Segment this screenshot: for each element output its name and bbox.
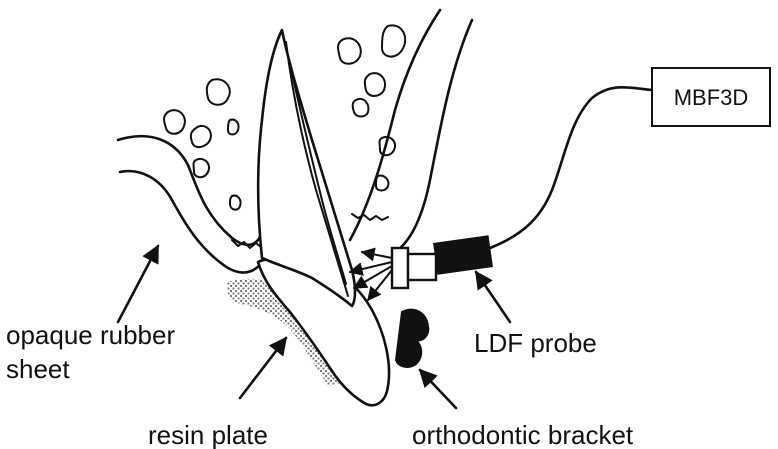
- arrow-resin-plate: [240, 338, 286, 398]
- arrow-bracket: [420, 370, 456, 408]
- mbf3d-label: MBF3D: [674, 85, 749, 110]
- arrow-rubber-sheet: [118, 246, 158, 322]
- ldf-probe: [392, 236, 492, 288]
- orthodontic-bracket: [396, 310, 428, 367]
- label-orthodontic-bracket: orthodontic bracket: [412, 420, 634, 449]
- label-resin-plate: resin plate: [148, 420, 268, 449]
- label-ldf-probe: LDF probe: [474, 328, 597, 358]
- label-opaque-rubber-sheet: opaque rubber: [6, 320, 175, 350]
- mbf3d-device: MBF3D: [652, 68, 770, 126]
- label-opaque-rubber-sheet-2: sheet: [6, 354, 70, 384]
- arrow-ldf-probe: [476, 272, 510, 322]
- probe-cable: [490, 87, 652, 248]
